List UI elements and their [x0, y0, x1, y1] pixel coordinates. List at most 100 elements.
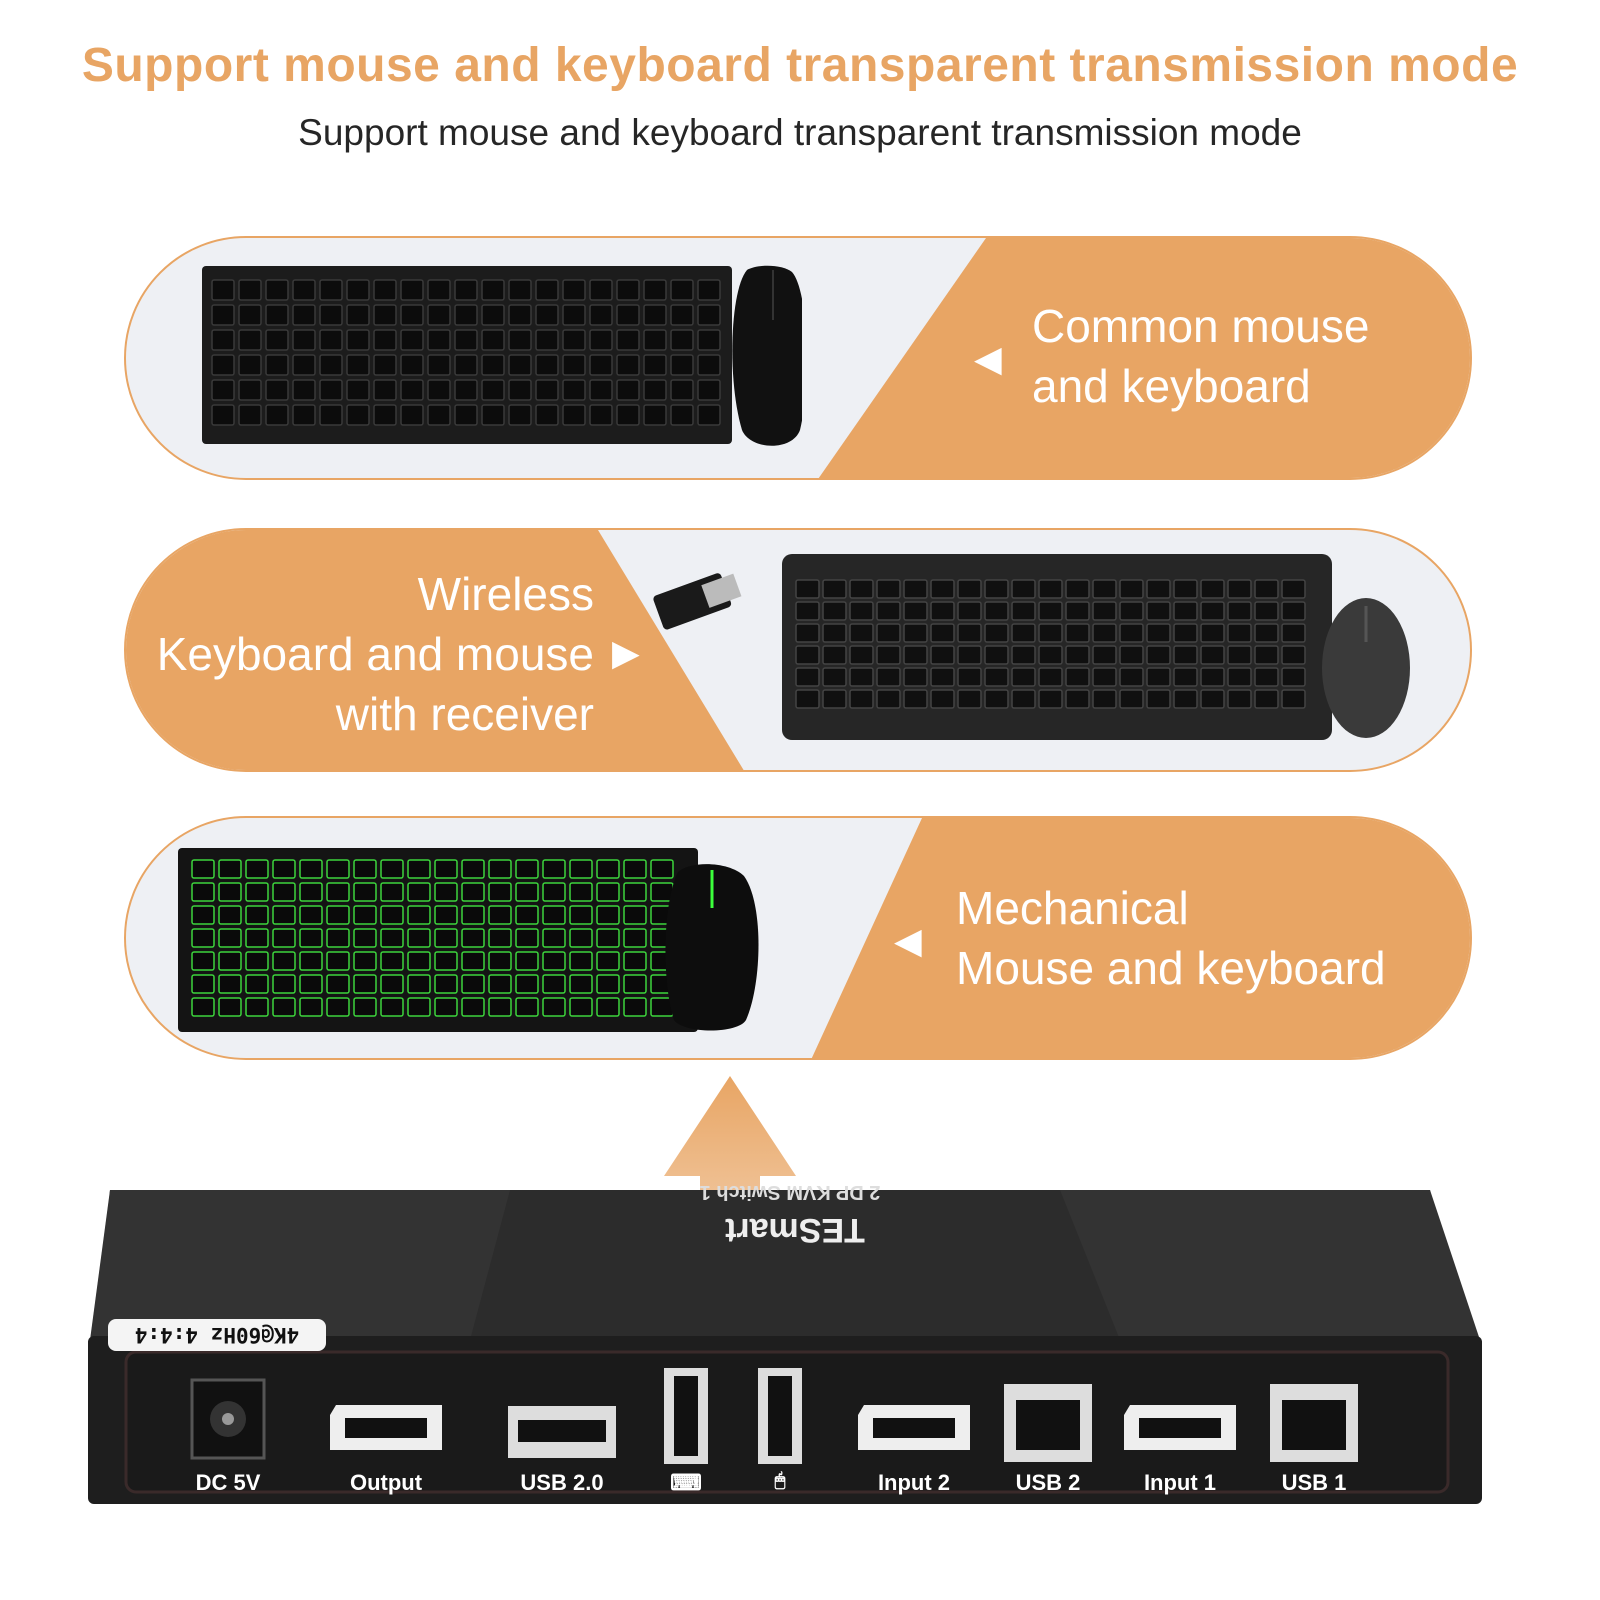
key: [373, 279, 397, 301]
key: [380, 974, 404, 994]
key: [380, 997, 404, 1017]
key: [218, 905, 242, 925]
key: [1146, 579, 1171, 599]
key: [245, 859, 269, 879]
key: [1146, 667, 1171, 687]
key: [542, 859, 566, 879]
key: [542, 905, 566, 925]
key: [373, 304, 397, 326]
key: [346, 329, 370, 351]
key: [903, 667, 928, 687]
key: [562, 354, 586, 376]
key: [957, 623, 982, 643]
key: [569, 951, 593, 971]
key: [984, 667, 1009, 687]
key: [903, 579, 928, 599]
key: [1038, 645, 1063, 665]
key: [454, 304, 478, 326]
key: [623, 951, 647, 971]
key: [1011, 579, 1036, 599]
key: [1146, 601, 1171, 621]
key: [218, 974, 242, 994]
key: [1281, 667, 1306, 687]
key: [930, 667, 955, 687]
keyboard-mouse-icon: [202, 265, 802, 446]
key: [903, 689, 928, 709]
key: [238, 304, 262, 326]
panel-common-label: Common mouse and keyboard: [1032, 300, 1370, 412]
port-label-usb20: USB 2.0: [520, 1470, 604, 1495]
key: [481, 354, 505, 376]
key: [535, 354, 559, 376]
key: [1173, 689, 1198, 709]
key: [1119, 645, 1144, 665]
key: [191, 859, 215, 879]
key: [670, 354, 694, 376]
key: [319, 329, 343, 351]
key: [427, 404, 451, 426]
key: [353, 882, 377, 902]
key: [984, 579, 1009, 599]
key: [326, 974, 350, 994]
page-title: Support mouse and keyboard transparent t…: [81, 39, 1519, 92]
key: [596, 928, 620, 948]
key: [1011, 689, 1036, 709]
key: [623, 928, 647, 948]
key: [697, 304, 721, 326]
key: [488, 997, 512, 1017]
key: [535, 279, 559, 301]
key: [616, 354, 640, 376]
key: [272, 905, 296, 925]
key: [515, 997, 539, 1017]
key: [623, 859, 647, 879]
key: [1065, 579, 1090, 599]
key: [1092, 579, 1117, 599]
key: [434, 882, 458, 902]
key: [984, 601, 1009, 621]
key: [211, 404, 235, 426]
key: [272, 997, 296, 1017]
key: [515, 905, 539, 925]
key: [245, 905, 269, 925]
key: [245, 974, 269, 994]
key: [454, 379, 478, 401]
panel-mechanical: ◀ Mechanical Mouse and keyboard: [124, 816, 1472, 1060]
key: [191, 997, 215, 1017]
key: [265, 279, 289, 301]
key: [461, 974, 485, 994]
port-label-output: Output: [349, 1470, 423, 1495]
key: [1173, 667, 1198, 687]
key: [569, 974, 593, 994]
key: [1200, 689, 1225, 709]
key: [353, 974, 377, 994]
key: [1119, 601, 1144, 621]
key: [373, 404, 397, 426]
key: [589, 279, 613, 301]
key: [427, 304, 451, 326]
key: [795, 667, 820, 687]
key: [1065, 689, 1090, 709]
key: [407, 905, 431, 925]
panel-accent-band: [811, 818, 1470, 1058]
key: [643, 354, 667, 376]
key: [292, 329, 316, 351]
key: [596, 905, 620, 925]
key: [346, 354, 370, 376]
key: [1065, 623, 1090, 643]
key: [299, 997, 323, 1017]
key: [434, 974, 458, 994]
key: [454, 354, 478, 376]
key: [562, 279, 586, 301]
key: [697, 279, 721, 301]
key: [822, 689, 847, 709]
key: [326, 951, 350, 971]
key: [1200, 623, 1225, 643]
key: [191, 928, 215, 948]
key: [562, 304, 586, 326]
key: [1200, 645, 1225, 665]
wireless-keyboard-icon: [653, 554, 1410, 740]
key: [670, 279, 694, 301]
key: [984, 645, 1009, 665]
key: [373, 379, 397, 401]
key: [1200, 667, 1225, 687]
